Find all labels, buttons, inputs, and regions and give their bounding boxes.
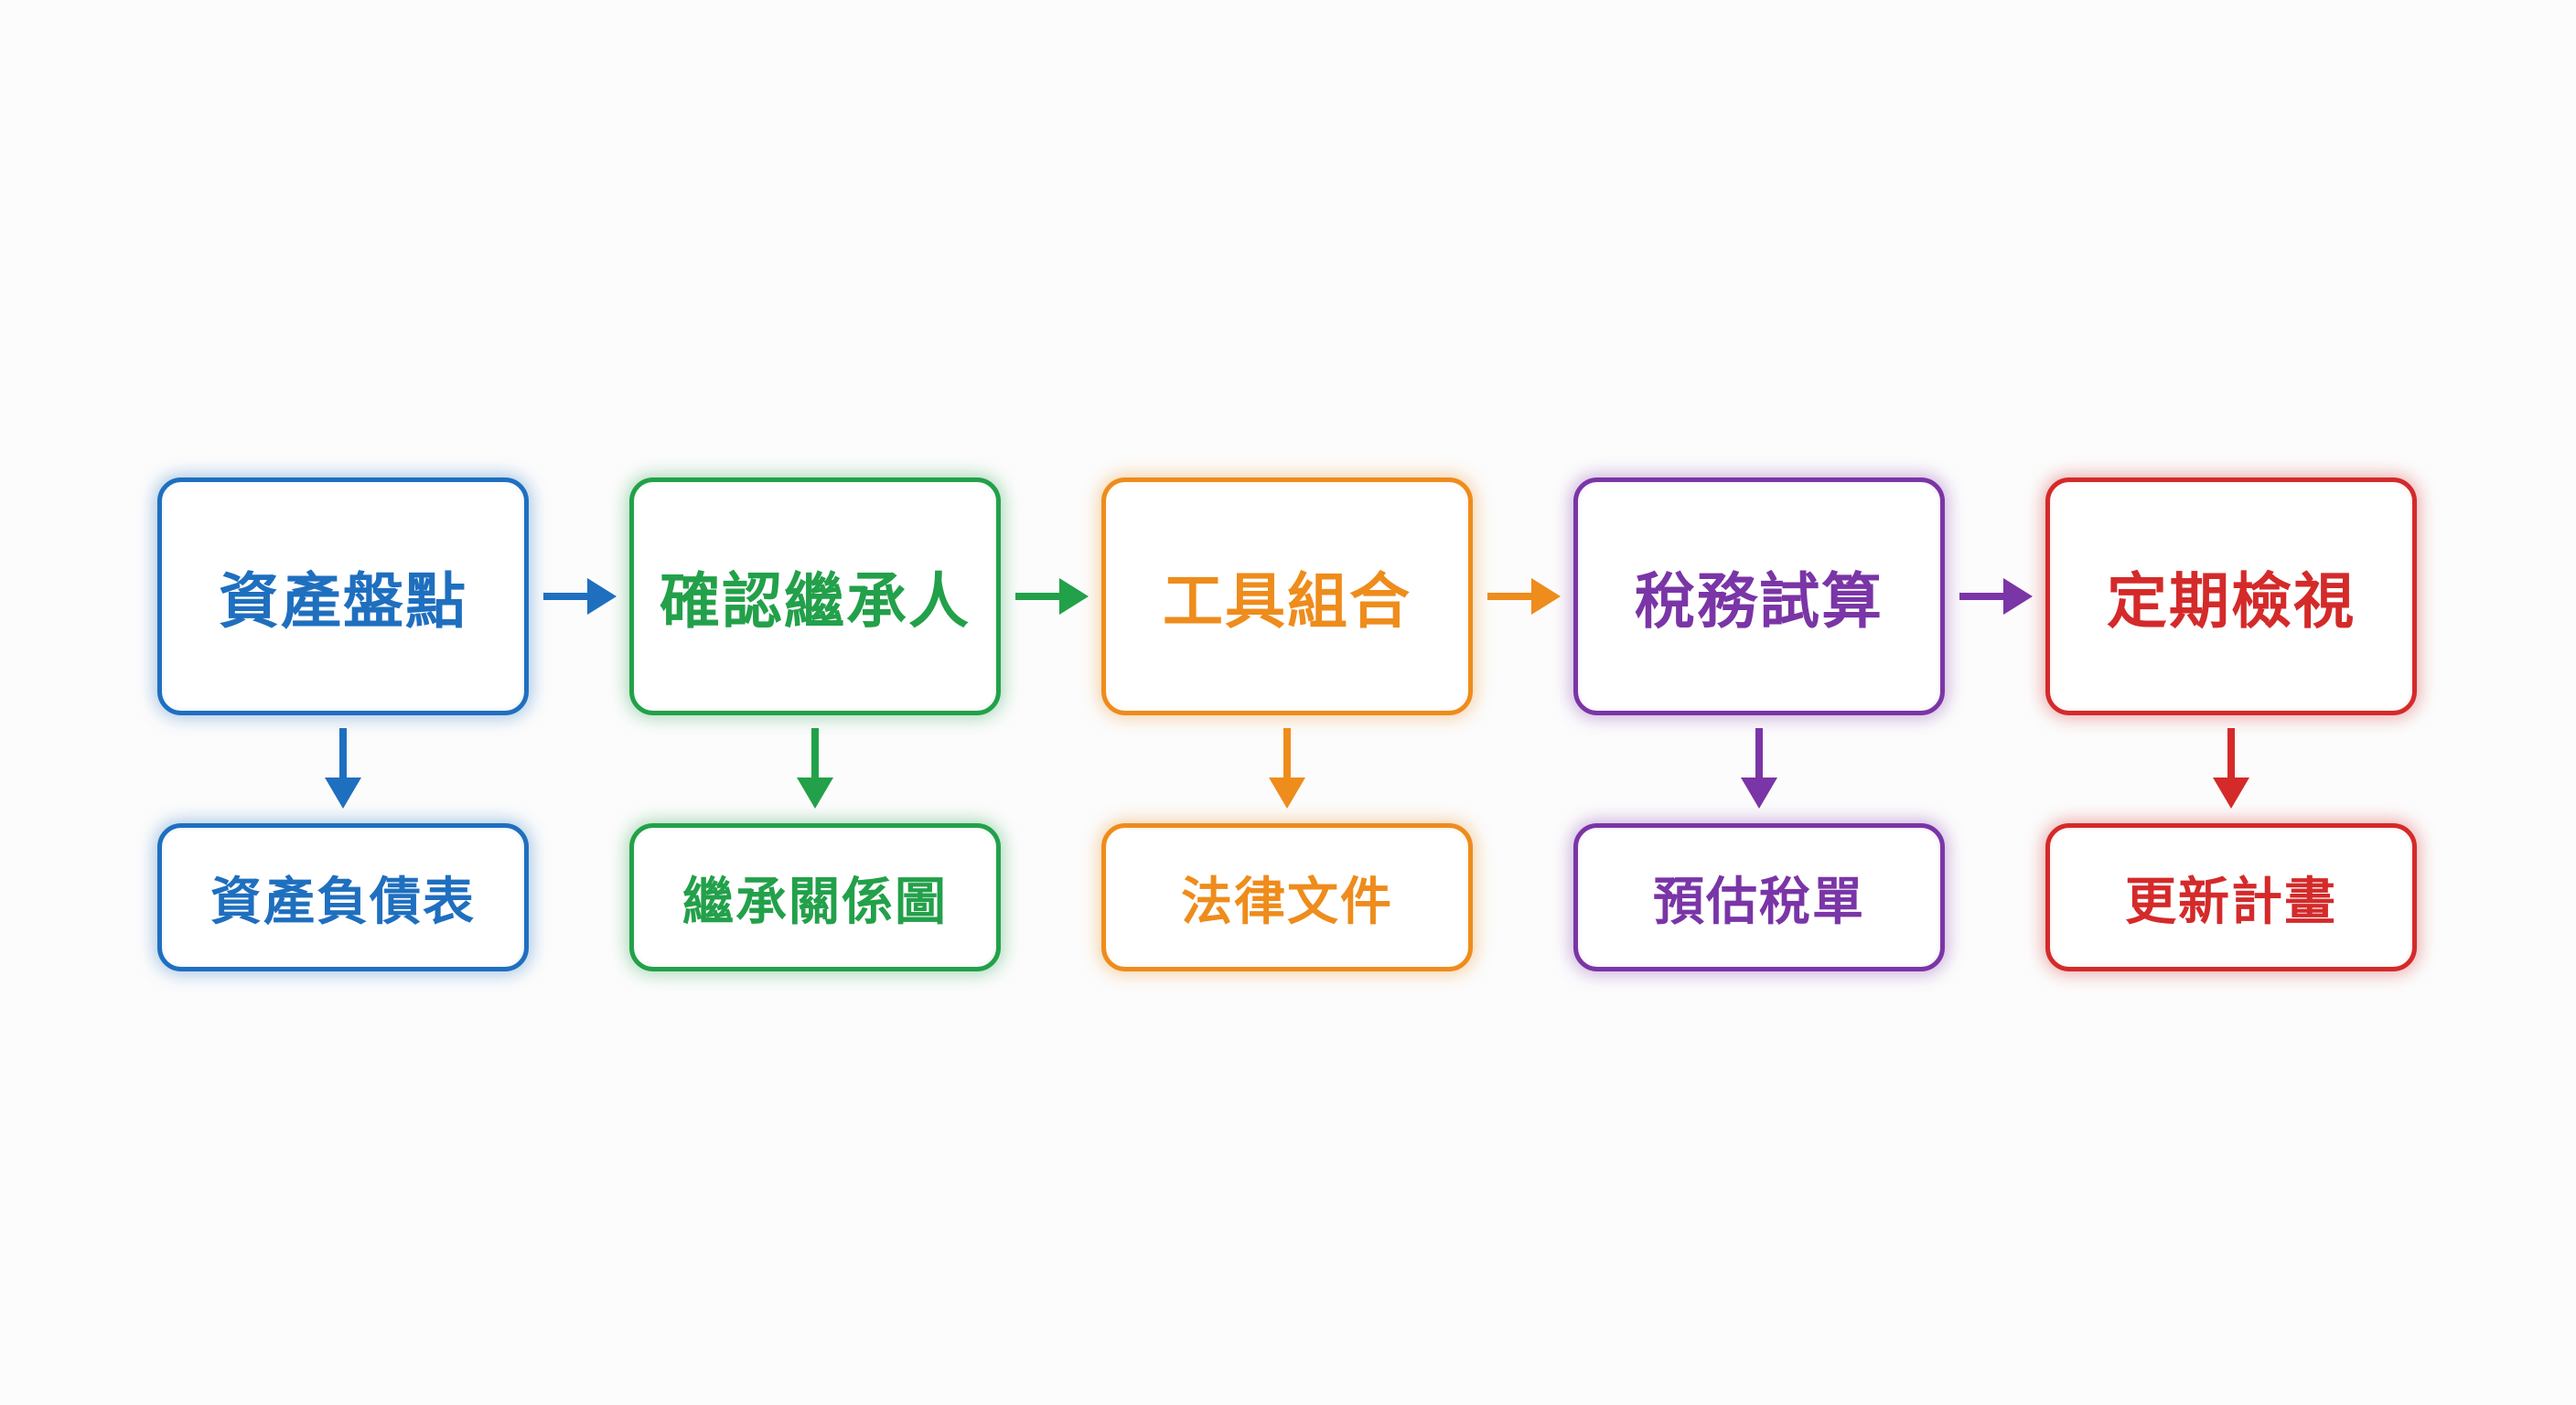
output-box-balance-sheet: 資產負債表 <box>157 823 529 971</box>
arrow-right-icon <box>1959 578 2033 615</box>
output-box-update-plan: 更新計畫 <box>2045 823 2417 971</box>
arrow-right-icon <box>1015 578 1089 615</box>
step-box-tool-combination: 工具組合 <box>1101 477 1473 715</box>
arrow-right-icon <box>543 578 617 615</box>
output-label: 繼承關係圖 <box>682 872 948 932</box>
output-label: 更新計畫 <box>2125 872 2337 932</box>
step-label: 確認繼承人 <box>660 566 971 637</box>
arrow-down-icon <box>2213 728 2249 809</box>
step-label: 定期檢視 <box>2107 566 2356 637</box>
output-label: 預估稅單 <box>1653 872 1865 932</box>
output-box-inheritance-chart: 繼承關係圖 <box>629 823 1001 971</box>
step-box-tax-calculation: 稅務試算 <box>1573 477 1945 715</box>
output-label: 資產負債表 <box>210 872 476 932</box>
arrow-down-icon <box>797 728 833 809</box>
arrow-right-icon <box>1487 578 1561 615</box>
step-box-asset-inventory: 資產盤點 <box>157 477 529 715</box>
arrow-down-icon <box>325 728 361 809</box>
arrow-down-icon <box>1269 728 1305 809</box>
output-box-legal-documents: 法律文件 <box>1101 823 1473 971</box>
output-label: 法律文件 <box>1181 872 1393 932</box>
step-label: 工具組合 <box>1163 566 1411 637</box>
output-box-estimated-tax-bill: 預估稅單 <box>1573 823 1945 971</box>
step-box-periodic-review: 定期檢視 <box>2045 477 2417 715</box>
step-label: 稅務試算 <box>1635 566 1884 637</box>
step-box-confirm-heirs: 確認繼承人 <box>629 477 1001 715</box>
arrow-down-icon <box>1741 728 1777 809</box>
step-label: 資產盤點 <box>219 566 467 637</box>
